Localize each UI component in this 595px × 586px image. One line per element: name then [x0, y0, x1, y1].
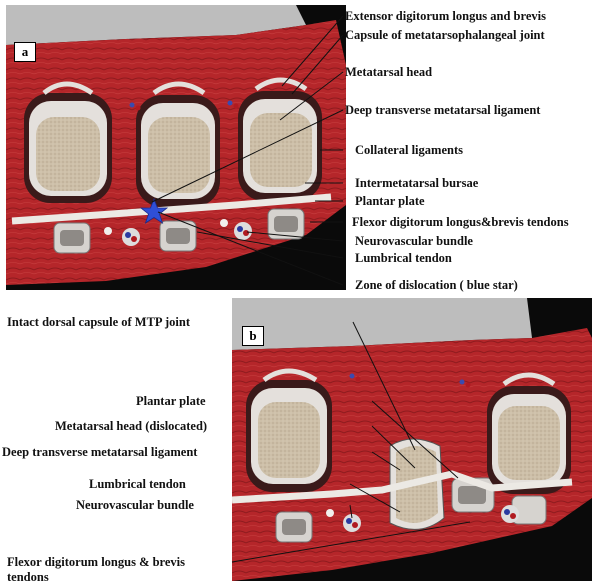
- label-a-neurovascular-bundle: Neurovascular bundle: [355, 234, 473, 248]
- panel-b-letter: b: [242, 326, 264, 346]
- label-a-plantar-plate: Plantar plate: [355, 194, 425, 208]
- neurovascular-bundle-a2: [234, 222, 252, 240]
- label-b-intact-dorsal-capsule: Intact dorsal capsule of MTP joint: [7, 315, 190, 329]
- label-a-zone-of-dislocation: Zone of dislocation ( blue star): [355, 278, 518, 292]
- panel-a-letter: a: [14, 42, 36, 62]
- panel-a-drawing: [6, 5, 346, 290]
- panel-a-illustration: a: [6, 5, 346, 290]
- neurovascular-bundle-b1: [343, 514, 361, 532]
- label-b-lumbrical-tendon: Lumbrical tendon: [89, 477, 186, 491]
- panel-b-illustration: b: [232, 298, 592, 581]
- label-a-metatarsal-head: Metatarsal head: [345, 65, 432, 79]
- label-b-neurovascular-bundle: Neurovascular bundle: [76, 498, 194, 512]
- label-a-collateral-ligaments: Collateral ligaments: [355, 143, 463, 157]
- label-a-extensor: Extensor digitorum longus and brevis: [345, 9, 546, 23]
- label-b-deep-transverse-ligament: Deep transverse metatarsal ligament: [2, 445, 197, 459]
- label-a-lumbrical-tendon: Lumbrical tendon: [355, 251, 452, 265]
- label-b-plantar-plate: Plantar plate: [136, 394, 206, 408]
- panel-b-drawing: [232, 298, 592, 581]
- label-b-metatarsal-head-dislocated: Metatarsal head (dislocated): [55, 419, 207, 433]
- label-a-deep-transverse-ligament: Deep transverse metatarsal ligament: [345, 103, 540, 117]
- label-a-intermetatarsal-bursae: Intermetatarsal bursae: [355, 176, 478, 190]
- label-a-capsule: Capsule of metatarsophalangeal joint: [345, 28, 545, 42]
- label-b-flexor-tendons: Flexor digitorum longus & brevis: [7, 555, 185, 569]
- label-a-flexor-tendons: Flexor digitorum longus&brevis tendons: [352, 215, 569, 229]
- neurovascular-bundle-a1: [122, 228, 140, 246]
- label-b-flexor-tendons-cont: tendons: [7, 570, 49, 584]
- neurovascular-bundle-b2: [501, 505, 519, 523]
